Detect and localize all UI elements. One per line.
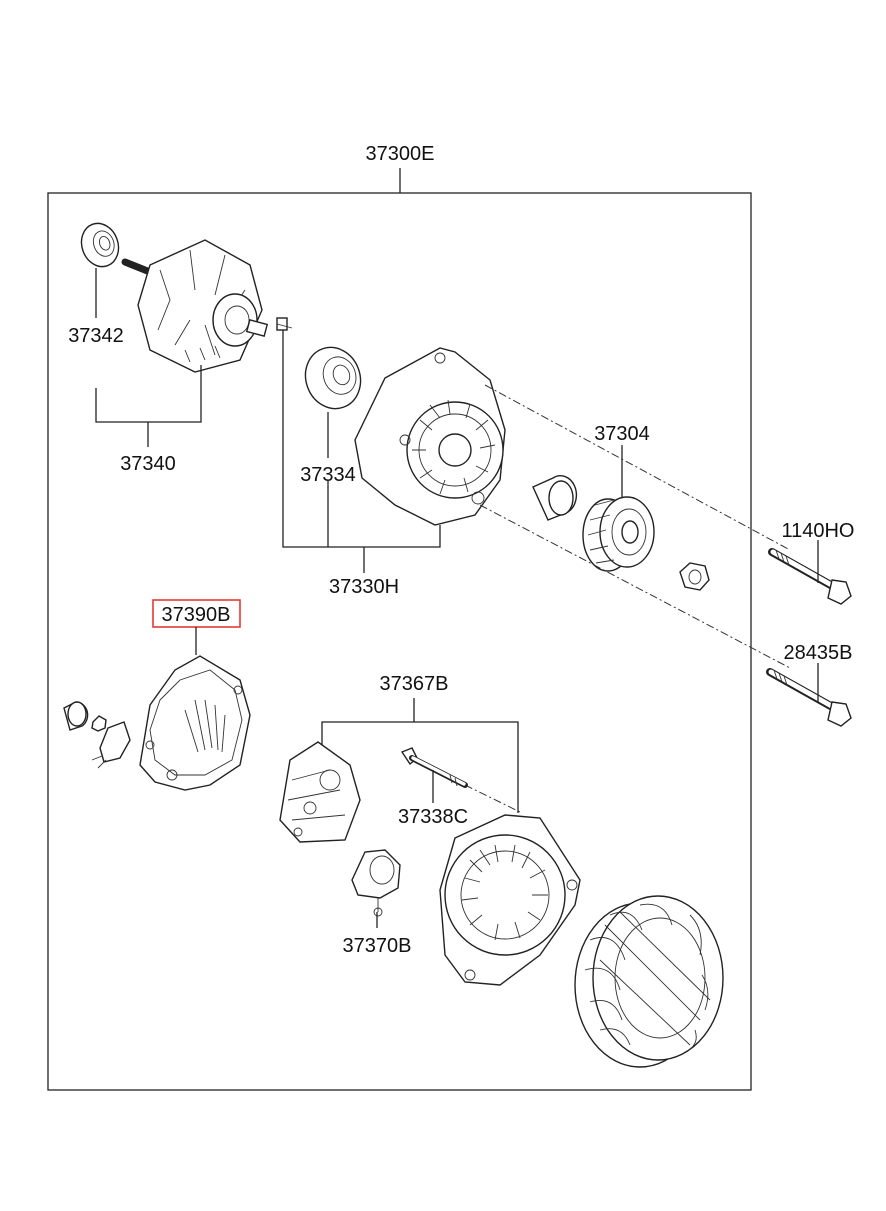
label-37367B[interactable]: 37367B (380, 673, 449, 695)
label-37370B[interactable]: 37370B (343, 935, 412, 957)
terminal-part[interactable] (91, 721, 131, 769)
label-37330H[interactable]: 37330H (329, 576, 399, 598)
spacer-part[interactable] (532, 475, 578, 521)
regulator-part[interactable] (351, 849, 401, 917)
pulley-part[interactable] (582, 496, 655, 572)
label-1140HO[interactable]: 1140HO (781, 520, 854, 542)
rear-cover-part[interactable] (139, 655, 251, 791)
bolt-1140HO-part[interactable] (768, 548, 852, 605)
through-bolt-part[interactable] (400, 747, 468, 788)
label-37304[interactable]: 37304 (594, 423, 650, 445)
stator-part[interactable] (574, 895, 724, 1068)
rear-bracket-part[interactable] (439, 814, 581, 986)
small-screw-part[interactable] (276, 317, 293, 331)
label-37340[interactable]: 37340 (120, 453, 176, 475)
rotor-part[interactable] (121, 239, 269, 373)
label-37390B[interactable]: 37390B (162, 604, 231, 626)
small-bearing-part[interactable] (76, 218, 125, 272)
label-37334[interactable]: 37334 (300, 464, 356, 486)
rectifier-part[interactable] (279, 741, 361, 843)
bolt-28435B-part[interactable] (766, 668, 852, 727)
cap-part[interactable] (63, 701, 89, 731)
washer-part[interactable] (91, 715, 107, 732)
label-37342[interactable]: 37342 (68, 325, 124, 347)
nut-part[interactable] (679, 562, 710, 591)
label-37338C[interactable]: 37338C (398, 806, 468, 828)
front-bearing-part[interactable] (297, 340, 369, 417)
label-37300E[interactable]: 37300E (366, 143, 435, 165)
front-bracket-part[interactable] (354, 347, 506, 526)
label-28435B[interactable]: 28435B (784, 642, 853, 664)
